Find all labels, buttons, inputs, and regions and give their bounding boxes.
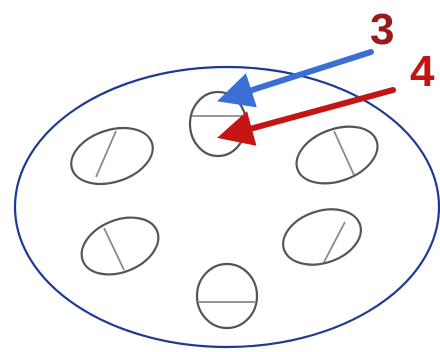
oval-bottom <box>195 262 259 330</box>
oval-structure-bottom <box>195 262 259 330</box>
oval-structure-lower-left <box>80 216 160 276</box>
outer-circle <box>13 65 440 349</box>
oval-structure-top <box>188 90 248 158</box>
oval-structure-lower-right <box>282 208 362 266</box>
oval-upper-left <box>70 126 154 186</box>
arrow-4-red <box>217 87 396 146</box>
arrow-3-blue <box>217 49 374 108</box>
oval-lower-left-divider <box>103 227 125 271</box>
oval-structure-upper-left <box>70 126 154 186</box>
oval-structure-upper-right <box>295 125 379 185</box>
oval-lower-left <box>80 216 160 276</box>
oval-upper-right <box>295 125 379 185</box>
oval-top <box>188 90 248 158</box>
oval-lower-right <box>282 208 362 266</box>
oval-upper-right-divider <box>333 130 355 176</box>
oval-lower-right-divider <box>323 221 346 263</box>
oval-upper-left-divider <box>95 130 117 178</box>
label-4: 4 <box>410 47 435 96</box>
label-3: 3 <box>370 5 394 54</box>
